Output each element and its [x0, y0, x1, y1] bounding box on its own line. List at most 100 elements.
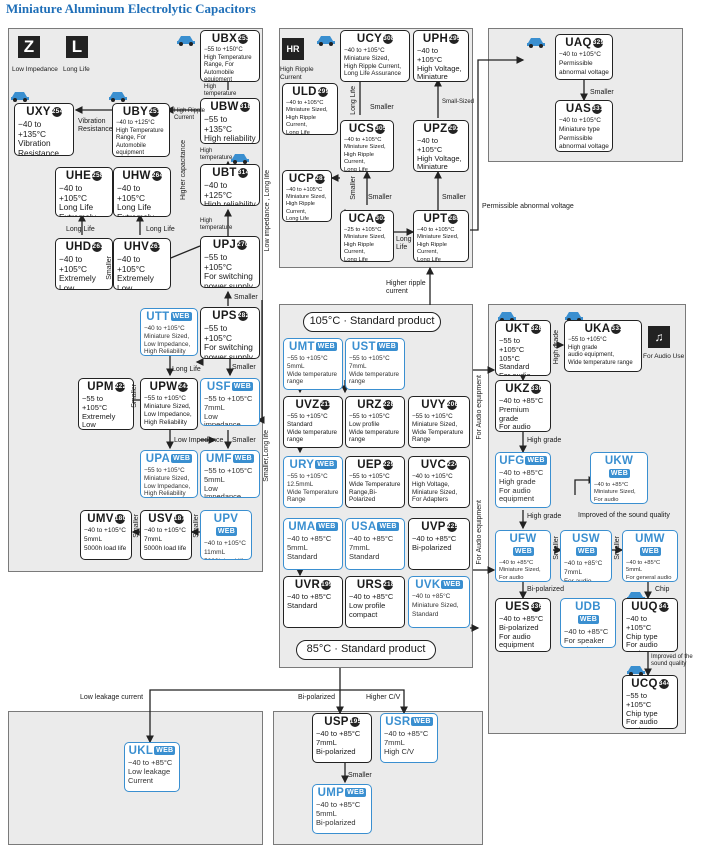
series-node-ucq[interactable]: UCQ344−55 to +105°C Chip type For audio … [622, 675, 678, 729]
series-node-upt[interactable]: UPT288−40 to +105°C Miniature Sized, Hig… [413, 210, 469, 262]
series-desc: −40 to +85°C Miniature Sized, For audio … [499, 560, 541, 581]
series-node-upw[interactable]: UPW242−55 to +105°C Miniature Sized, Low… [140, 378, 198, 430]
series-node-uvr[interactable]: UVR199−40 to +85°C Standard [283, 576, 343, 628]
web-badge: WEB [170, 312, 192, 322]
edge-label: High grade [527, 513, 562, 520]
series-node-uuq[interactable]: UUQ341−40 to +105°C Chip type For audio … [622, 598, 678, 652]
page-badge: 336 [530, 601, 543, 612]
series-node-uvp[interactable]: UVP225−40 to +85°C Bi-polarized [408, 518, 470, 570]
edge-label: For Audio equipment [476, 375, 483, 440]
page-badge: 228 [382, 399, 395, 410]
series-code: UVR [294, 579, 321, 591]
series-node-usp[interactable]: USP195−40 to +85°C 7mmL Bi-polarized [312, 713, 372, 763]
series-desc: −55 to +105°C For switching power supply… [204, 252, 255, 288]
series-desc: −40 to +85°C Bi-polarized For audio equi… [499, 614, 544, 650]
series-node-upm[interactable]: UPM222−55 to +105°C Extremely Low Impeda… [78, 378, 134, 430]
series-node-ufw[interactable]: UFWWEB−40 to +85°C Miniature Sized, For … [495, 530, 551, 582]
page-badge: 263 [92, 241, 105, 252]
series-node-urs[interactable]: URS218−40 to +85°C Low profile compact [345, 576, 405, 628]
series-node-usw[interactable]: USWWEB−40 to +85°C 7mmL For audio equipm… [560, 530, 612, 582]
series-code: UFG [499, 455, 525, 467]
series-code: USF [206, 381, 231, 393]
series-desc: −55 to +105°C Miniature Sized, Low Imped… [144, 467, 191, 498]
edge-label: Long Life [350, 86, 357, 115]
series-node-ubw[interactable]: UBW318−55 to +135°C High reliability [200, 98, 260, 144]
series-node-ucy[interactable]: UCY308−40 to +105°C Miniature Sized, Hig… [340, 30, 410, 82]
series-code: UMV [87, 513, 114, 525]
series-node-uph[interactable]: UPH295−40 to +105°C High Voltage, Miniat… [413, 30, 469, 82]
series-node-uep[interactable]: UEP229−55 to +105°C Wide Temperature Ran… [345, 456, 405, 508]
edge-label: Smaller [350, 176, 357, 200]
edge-label: For Audio equipment [476, 500, 483, 565]
series-node-uaq[interactable]: UAQ329−40 to +105°C Permissible abnormal… [555, 34, 613, 80]
series-node-ucs[interactable]: UCS305−40 to +105°C Miniature Sized, Hig… [340, 120, 394, 172]
series-node-umv[interactable]: UMV180−40 to +105°C 5mmL 5000h load life [80, 510, 132, 560]
web-badge: WEB [316, 522, 338, 532]
series-node-uvz[interactable]: UVZ211−55 to +105°C Standard Wide temper… [283, 396, 343, 448]
long-life-caption: Long Life [63, 66, 90, 73]
series-node-upz[interactable]: UPZ292−40 to +105°C High Voltage, Miniat… [413, 120, 469, 172]
series-node-uhv[interactable]: UHV261−40 to +105°C Extremely Low Impeda… [113, 238, 171, 290]
page-badge: 224 [447, 459, 459, 470]
series-node-uhd[interactable]: UHD263−40 to +105°C Extremely Low Impeda… [55, 238, 113, 290]
series-node-uvc[interactable]: UVC224−40 to +105°C High Voltage, Miniat… [408, 456, 470, 508]
page-badge: 229 [382, 459, 395, 470]
series-code: UVP [421, 521, 446, 533]
series-node-ues[interactable]: UES336−40 to +85°C Bi-polarized For audi… [495, 598, 551, 652]
series-node-ubx[interactable]: UBX253−55 to +150°C High Temperature Ran… [200, 30, 260, 82]
series-code: UPW [149, 381, 178, 393]
page-badge: 253 [238, 33, 250, 44]
edge-label: Smaller [368, 194, 392, 201]
series-desc: −55 to +105°C Miniature Sized, Low Imped… [144, 395, 192, 426]
edge-label: Long Life [146, 226, 175, 233]
series-node-uvy[interactable]: UVY206−55 to +105°C Miniature Sized, Wid… [408, 396, 470, 448]
page-badge: 302 [375, 213, 388, 224]
series-code: URY [289, 459, 315, 471]
series-code: UCY [356, 33, 383, 45]
page-badge: 288 [448, 213, 461, 224]
series-node-umw[interactable]: UMWWEB−40 to +85°C 5mmL For general audi… [622, 530, 678, 582]
series-code: UBY [122, 106, 149, 118]
series-node-ukz[interactable]: UKZ330−40 to +85°C Premium grade For aud… [495, 380, 551, 432]
series-node-uhw[interactable]: UHW264−40 to +105°C Long Life Extremely … [113, 167, 171, 217]
page-badge: 308 [383, 33, 395, 44]
series-code: UPA [145, 453, 171, 465]
series-desc: −40 to +85°C Miniature Sized, For audio … [594, 482, 636, 503]
series-node-usv[interactable]: USV187−40 to +105°C 7mmL 5000h load life [140, 510, 192, 560]
series-node-uca[interactable]: UCA302−25 to +105°C Miniature Sized, Hig… [340, 210, 394, 262]
series-node-uhe[interactable]: UHE258−40 to +105°C Long Life Extremely … [55, 167, 113, 217]
series-node-uby[interactable]: UBY251−40 to +125°C High Temperature Ran… [112, 103, 170, 157]
series-code: UBT [212, 167, 237, 179]
series-node-ukt[interactable]: UKT328−55 to +105°C 105°C Standard For a… [495, 320, 551, 376]
series-node-ukw[interactable]: UKWWEB−40 to +85°C Miniature Sized, For … [590, 452, 648, 504]
series-desc: −55 to +105°C Miniature Sized, Wide Temp… [412, 413, 464, 444]
series-node-upj[interactable]: UPJ270−55 to +105°C For switching power … [200, 236, 260, 288]
series-node-upv[interactable]: UPVWEB−40 to +105°C 11mmL 5000h load lif… [200, 510, 252, 560]
series-node-uka[interactable]: UKA333−55 to +105°C High grade audio equ… [564, 320, 642, 372]
series-code: UHV [123, 241, 150, 253]
series-node-udb[interactable]: UDBWEB−40 to +85°C For speaker networks [560, 598, 616, 648]
page-badge: 225 [446, 521, 459, 532]
series-node-uxy[interactable]: UXY254−40 to +135°C Vibration Resistance [14, 103, 74, 156]
series-node-ubt[interactable]: UBT314−40 to +125°C High reliability [200, 164, 260, 206]
series-node-ups[interactable]: UPS282−55 to +105°C For switching power … [200, 307, 260, 359]
series-node-urz[interactable]: URZ228−55 to +105°C Low profile Wide tem… [345, 396, 405, 448]
series-node-uas[interactable]: UAS331−40 to +105°C Miniature type Permi… [555, 100, 613, 152]
series-node-ucp[interactable]: UCP287−40 to +105°C Miniature Sized, Hig… [282, 170, 332, 222]
series-node-uld[interactable]: ULD299−40 to +105°C Miniature Sized, Hig… [282, 83, 338, 135]
web-badge: WEB [215, 527, 238, 537]
